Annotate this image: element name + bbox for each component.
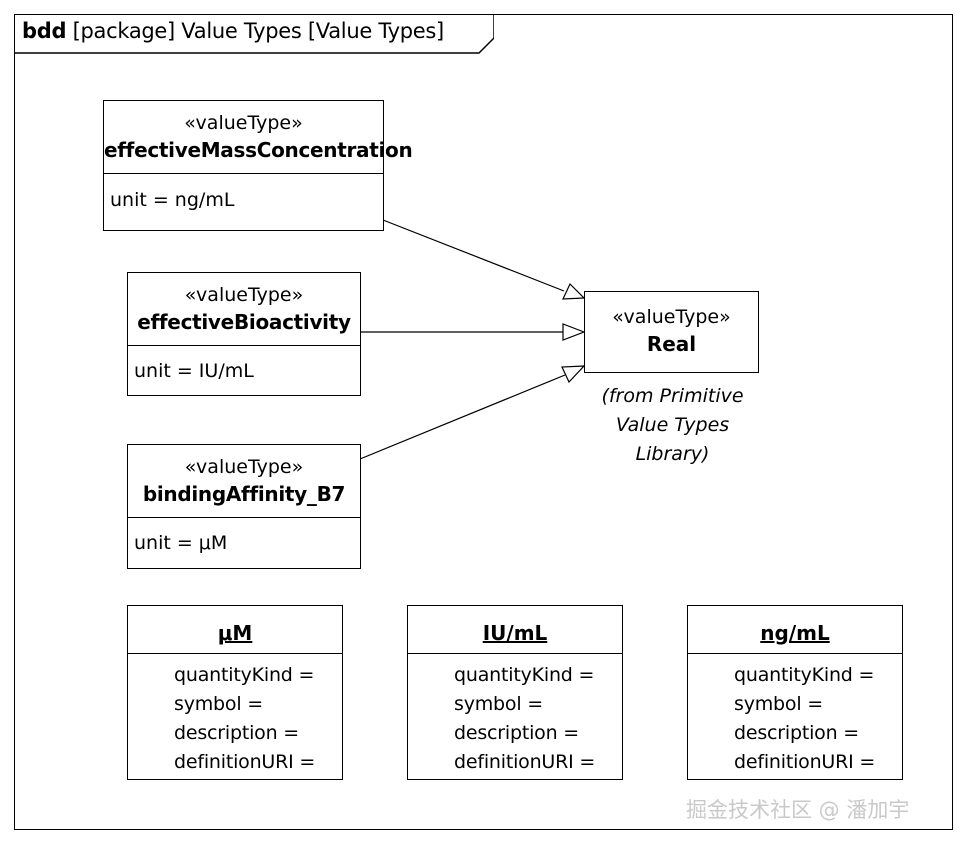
instance-uM[interactable]: μM quantityKind = symbol = description =…: [127, 605, 343, 780]
block-real[interactable]: «valueType» Real: [584, 291, 759, 373]
stereotype-label: «valueType»: [184, 284, 304, 306]
value-property: unit = μM: [134, 532, 228, 554]
stereotype-label: «valueType»: [184, 456, 304, 478]
slot-quantityKind: quantityKind =: [734, 664, 875, 686]
block-effectiveBioactivity[interactable]: «valueType» effectiveBioactivity unit = …: [127, 272, 361, 396]
note-line: Value Types: [615, 414, 730, 436]
instance-name: ng/mL: [688, 606, 902, 654]
edge-bindingAffinity-real: [359, 365, 586, 460]
slot-quantityKind: quantityKind =: [454, 664, 595, 686]
slot-list: quantityKind = symbol = description = de…: [688, 654, 902, 777]
block-header: «valueType» effectiveBioactivity: [128, 273, 360, 346]
note-line: Library): [635, 443, 710, 465]
frame-label-text: [package] Value Types [Value Types]: [72, 19, 445, 43]
block-header: «valueType» bindingAffinity_B7: [128, 445, 360, 518]
slot-description: description =: [174, 722, 300, 744]
instance-name: μM: [128, 606, 342, 654]
slot-quantityKind: quantityKind =: [174, 664, 315, 686]
frame-kind: bdd: [22, 19, 67, 43]
value-property: unit = IU/mL: [134, 360, 254, 382]
slot-description: description =: [734, 722, 860, 744]
slot-symbol: symbol =: [454, 693, 543, 715]
block-effectiveMassConcentration[interactable]: «valueType» effectiveMassConcentration u…: [103, 100, 413, 231]
block-header: «valueType» effectiveMassConcentration: [104, 101, 413, 174]
block-name: bindingAffinity_B7: [142, 482, 346, 506]
stereotype-label: «valueType»: [612, 306, 731, 328]
block-name: Real: [646, 332, 697, 356]
edge-effectiveBioactivity-real: [360, 323, 586, 341]
slot-list: quantityKind = symbol = description = de…: [128, 654, 342, 777]
frame-title: bdd [package] Value Types [Value Types]: [22, 19, 444, 43]
instance-IU-mL[interactable]: IU/mL quantityKind = symbol = descriptio…: [407, 605, 623, 780]
instance-name: IU/mL: [408, 606, 622, 654]
slot-symbol: symbol =: [734, 693, 823, 715]
slot-list: quantityKind = symbol = description = de…: [408, 654, 622, 777]
slot-description: description =: [454, 722, 580, 744]
block-name: effectiveMassConcentration: [104, 138, 413, 162]
slot-symbol: symbol =: [174, 693, 263, 715]
library-note: (from Primitive Value Types Library): [580, 382, 765, 469]
frame-tab: [14, 14, 494, 54]
slot-definitionURI: definitionURI =: [174, 751, 316, 773]
instance-ng-mL[interactable]: ng/mL quantityKind = symbol = descriptio…: [687, 605, 903, 780]
slot-definitionURI: definitionURI =: [734, 751, 876, 773]
diagram-frame: [14, 14, 953, 830]
slot-definitionURI: definitionURI =: [454, 751, 596, 773]
stereotype-label: «valueType»: [184, 112, 303, 134]
edge-effectiveMassConcentration-real: [382, 219, 586, 300]
value-property: unit = ng/mL: [110, 189, 235, 211]
note-line: (from Primitive: [601, 385, 744, 407]
block-name: effectiveBioactivity: [137, 310, 351, 334]
block-bindingAffinity_B7[interactable]: «valueType» bindingAffinity_B7 unit = μM: [127, 444, 361, 569]
watermark: 掘金技术社区 @ 潘加宇: [686, 798, 910, 822]
